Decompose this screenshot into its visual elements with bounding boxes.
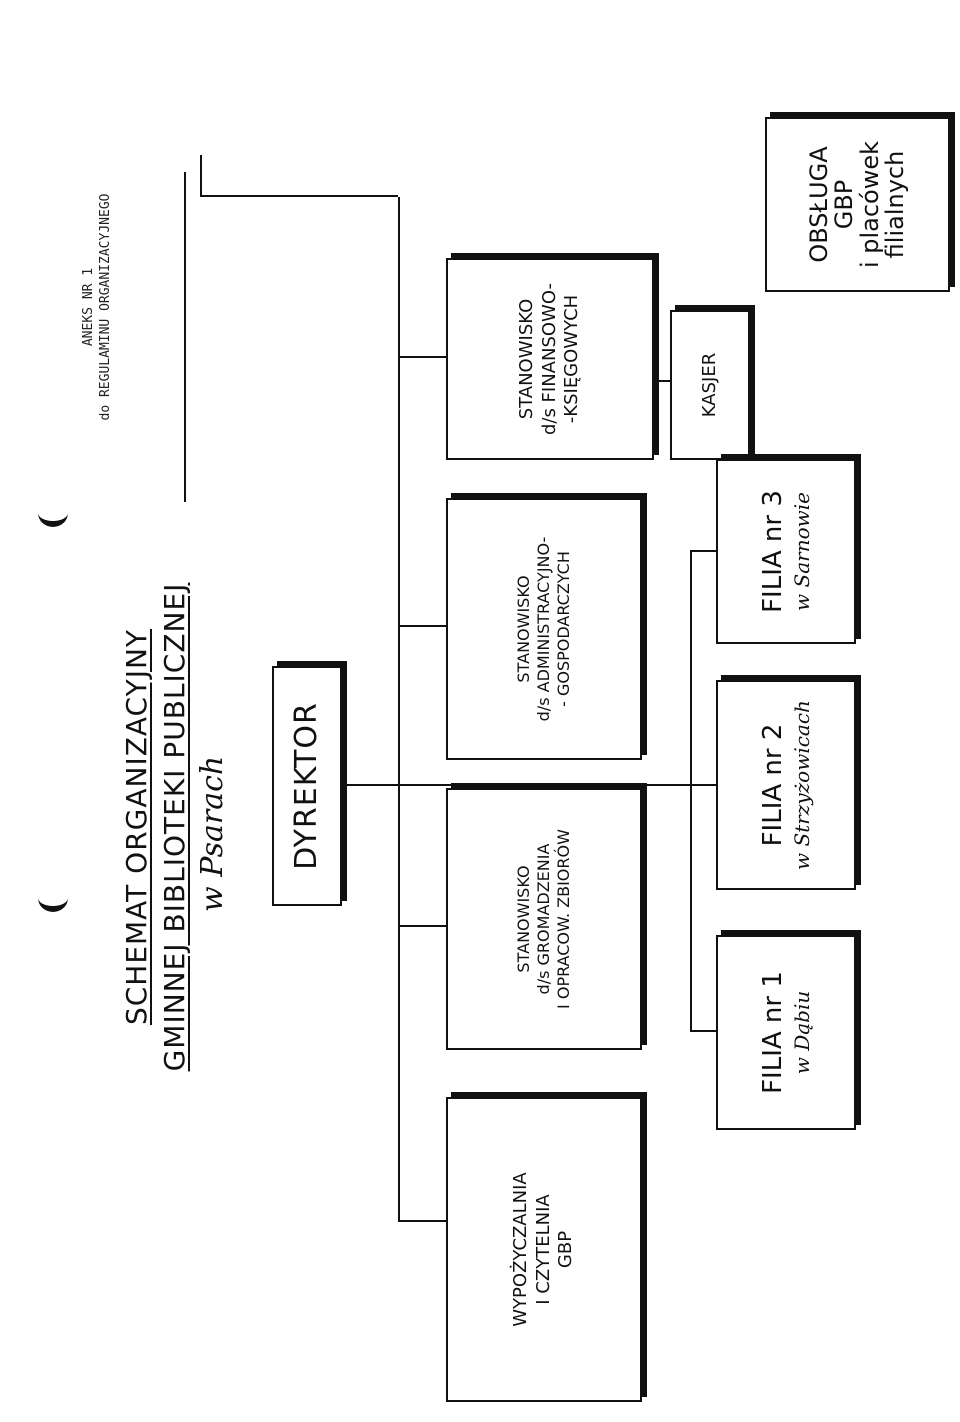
finance-line-1: STANOWISKO [516,298,538,420]
finance-line-2: d/s FINANSOWO- [538,282,560,436]
connector-service [200,195,398,197]
lending-line-2: I CZYTELNIA [532,1194,554,1305]
finance-box: STANOWISKO d/s FINANSOWO- -KSIĘGOWYCH [446,258,654,460]
binder-hole-mark [38,499,68,527]
annex-note: ANEKS NR 1 do REGULAMINU ORGANIZACYJNEGO [80,147,114,467]
title-line-2: GMINNEJ BIBLIOTEKI PUBLICZNEJ [158,582,191,1072]
collections-line-3: I OPRACOW. ZBIORÓW [554,829,573,1009]
connector-branch-3 [690,550,716,552]
connector-lending [398,1220,446,1222]
administration-line-2: d/s ADMINISTRACYJNO- [534,536,553,722]
cashier-label: KASJER [698,352,720,418]
service-line-1: OBSŁUGA [805,146,834,263]
lending-box: WYPOŻYCZALNIA I CZYTELNIA GBP [446,1097,642,1402]
connector-service-stub [200,155,202,197]
title-line-1: SCHEMAT ORGANIZACYJNY [120,628,153,1026]
service-line-2: GBP [830,179,859,230]
branch-1-box: FILIA nr 1 w Dąbiu [716,935,856,1130]
lending-line-1: WYPOŻYCZALNIA [510,1172,532,1327]
annex-reference: do REGULAMINU ORGANIZACYJNEGO [98,193,113,421]
service-line-3: i placówek [855,140,884,269]
cashier-box: KASJER [670,310,750,460]
branch-2-name: FILIA nr 2 [758,723,789,847]
connector-main-bus [398,197,400,1222]
branch-1-location: w Dąbiu [789,990,814,1075]
connector-finance [398,356,446,358]
connector-branch-2 [690,784,716,786]
connector-branch-bus [690,552,692,1032]
branch-3-name: FILIA nr 3 [758,490,789,613]
branch-1-name: FILIA nr 1 [758,971,789,1094]
annex-divider [184,172,186,502]
branch-2-box: FILIA nr 2 w Strzyżowicach [716,680,856,890]
binder-hole-mark [38,884,68,912]
collections-line-1: STANOWISKO [514,865,533,973]
finance-line-3: -KSIĘGOWYCH [561,294,583,424]
annex-number: ANEKS NR 1 [81,267,96,347]
administration-line-3: - GOSPODARCZYCH [554,551,573,707]
page-title: SCHEMAT ORGANIZACYJNY GMINNEJ BIBLIOTEKI… [118,527,194,1127]
director-box: DYREKTOR [272,666,342,906]
location-subtitle: w Psarach [195,755,230,912]
connector-collections [398,925,446,927]
administration-line-1: STANOWISKO [514,575,533,683]
collections-line-2: d/s GROMADZENIA [534,843,553,995]
director-label: DYREKTOR [289,702,325,870]
service-line-4: filialnych [880,150,909,259]
connector-branch-1 [690,1030,716,1032]
branch-3-location: w Sarnowie [789,492,814,611]
branch-2-location: w Strzyżowicach [789,700,814,870]
connector-finance-cashier [654,380,670,382]
administration-box: STANOWISKO d/s ADMINISTRACYJNO- - GOSPOD… [446,498,642,760]
branch-3-box: FILIA nr 3 w Sarnowie [716,459,856,644]
collections-box: STANOWISKO d/s GROMADZENIA I OPRACOW. ZB… [446,788,642,1050]
connector-administration [398,625,446,627]
service-box: OBSŁUGA GBP i placówek filialnych [765,117,950,292]
lending-line-3: GBP [555,1230,577,1269]
